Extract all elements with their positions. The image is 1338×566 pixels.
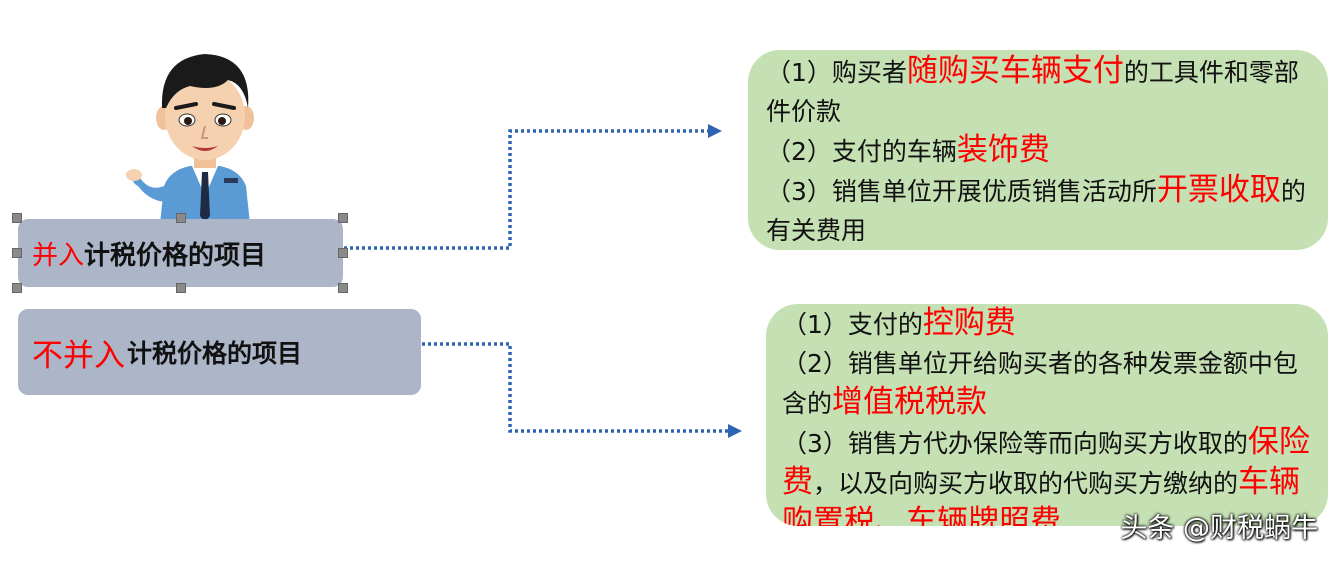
include-item-3: （3）销售单位开展优质销售活动所开票收取的有关费用 xyxy=(766,172,1306,245)
connector-exclude xyxy=(422,342,730,433)
include-item-2: （2）支付的车辆装饰费 xyxy=(766,132,1050,168)
selection-handle[interactable] xyxy=(12,213,22,223)
include-highlight: 并入 xyxy=(32,240,85,271)
selection-handle[interactable] xyxy=(12,248,22,258)
include-label: 计税价格的项目 xyxy=(84,240,267,271)
arrowhead-include xyxy=(708,124,722,138)
exclude-items-box[interactable]: 不并入计税价格的项目 xyxy=(18,309,421,395)
include-item-1: （1）购买者随购买车辆支付的工具件和零部件价款 xyxy=(766,53,1299,126)
include-details-box: （1）购买者随购买车辆支付的工具件和零部件价款 （2）支付的车辆装饰费 （3）销… xyxy=(748,50,1328,250)
selection-handle[interactable] xyxy=(338,213,348,223)
exclude-highlight: 不并入 xyxy=(32,337,125,374)
selection-handle[interactable] xyxy=(176,213,186,223)
selection-handle[interactable] xyxy=(338,248,348,258)
exclude-label: 计税价格的项目 xyxy=(127,339,303,368)
exclude-item-3: （3）销售方代办保险等而向购买方收取的保险费，以及向购买方收取的代购买方缴纳的车… xyxy=(782,424,1310,526)
selection-handle[interactable] xyxy=(12,283,22,293)
selection-handle[interactable] xyxy=(176,283,186,293)
include-items-box[interactable]: 并入计税价格的项目 xyxy=(18,219,343,287)
exclude-item-2: （2）销售单位开给购买者的各种发票金额中包含的增值税税款 xyxy=(782,349,1298,420)
exclude-item-1: （1）支付的控购费 xyxy=(782,305,1016,341)
exclude-details-box: （1）支付的控购费 （2）销售单位开给购买者的各种发票金额中包含的增值税税款 （… xyxy=(766,304,1328,526)
officer-cartoon-icon xyxy=(126,54,254,224)
arrowhead-exclude xyxy=(728,424,742,438)
connector-include xyxy=(344,129,710,250)
watermark: 头条 @财税蜗牛 xyxy=(1120,513,1318,544)
selection-handle[interactable] xyxy=(338,283,348,293)
